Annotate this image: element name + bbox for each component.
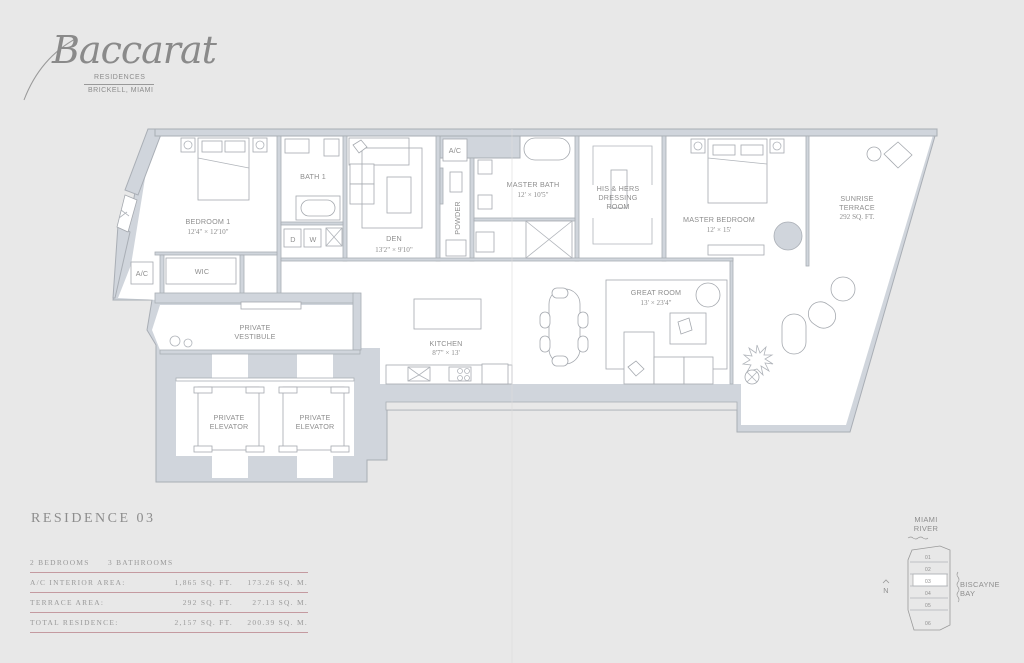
dressing-label-3: ROOM [606,202,629,211]
keymap-unit-03: 03 [925,579,931,585]
bay-line-1: BISCAYNE [960,580,1000,589]
north-wall [154,128,938,137]
keymap-bay: BISCAYNE BAY [960,580,1000,598]
river-line-2: RIVER [913,524,939,533]
building-keymap [882,536,960,631]
kitchen-dim: 8'7" × 13' [432,349,460,357]
master-bath-dim: 12' × 10'5" [517,191,548,199]
terrace-label-1: SUNRISE [840,194,873,203]
residence-specs: 2 BEDROOMS 3 BATHROOMS A/C INTERIOR AREA… [30,558,308,633]
left-wall-details [112,128,164,299]
spec-summary: 2 BEDROOMS 3 BATHROOMS [30,558,308,572]
logo-divider [84,84,154,85]
elevator1-label-2: ELEVATOR [210,422,249,431]
master-bath-label: MASTER BATH [507,180,560,189]
spec-label: TOTAL RESIDENCE: [30,618,119,627]
great-room-label: GREAT ROOM [631,288,681,297]
river-line-1: MIAMI [914,515,938,524]
kitchen-fixtures [385,298,513,385]
terrace-area: 292 SQ. FT. [839,213,874,221]
den-furniture [348,137,423,229]
spec-sqm: 27.13 SQ. M. [252,598,308,607]
spec-label: A/C INTERIOR AREA: [30,578,126,587]
dressing-label-1: HIS & HERS [597,184,640,193]
spec-sqm: 173.26 SQ. M. [247,578,308,587]
master-bedroom-dim: 12' × 15' [707,226,732,234]
north-indicator: N [883,586,888,595]
bedroom1-dim: 12'4" × 12'10" [187,228,228,236]
vestibule-label-2: VESTIBULE [234,332,275,341]
ac2-label: A/C [449,146,462,155]
master-bath-fixtures [475,137,573,259]
wic-label: WIC [195,267,210,276]
ac1-label: A/C [136,269,149,278]
bedroom-count: 2 BEDROOMS [30,558,90,567]
great-room-furniture [605,279,760,385]
spec-sqft: 1,865 SQ. FT. [174,578,233,587]
vestibule-label-1: PRIVATE [239,323,270,332]
bath1-label: BATH 1 [300,172,326,181]
vestibule-fixtures [169,301,355,453]
powder-fixtures [439,167,467,257]
powder-label: POWDER [453,201,462,235]
master-bedroom-furniture [690,138,803,256]
bay-line-2: BAY [960,589,976,598]
den-label: DEN [386,234,402,243]
residence-title: RESIDENCE 03 [31,511,156,526]
south-ledge [385,401,738,411]
dining-table [539,287,589,367]
spec-sqft: 2,157 SQ. FT. [174,618,233,627]
keymap-unit-01: 01 [925,555,931,561]
dryer-label: D [290,235,295,244]
keymap-unit-06: 06 [925,621,931,627]
elevator2-label-2: ELEVATOR [296,422,335,431]
kitchen-label: KITCHEN [430,339,463,348]
keymap-unit-02: 02 [925,567,931,573]
dressing-room-fixtures [592,145,653,245]
spec-sqft: 292 SQ. FT. [182,598,233,607]
terrace-label-2: TERRACE [839,203,875,212]
elevator1-label-1: PRIVATE [213,413,244,422]
spec-row-total: TOTAL RESIDENCE: 2,157 SQ. FT. 200.39 SQ… [30,612,308,633]
brand-name: Baccarat [52,28,217,72]
bedroom1-label: BEDROOM 1 [186,217,231,226]
den-dim: 13'2" × 9'10" [375,246,413,254]
terrace-furniture [741,141,913,377]
keymap-unit-05: 05 [925,603,931,609]
washer-label: W [310,235,317,244]
spec-sqm: 200.39 SQ. M. [247,618,308,627]
elevator2-label-1: PRIVATE [299,413,330,422]
ac2-box [442,138,468,162]
brand-location: BRICKELL, MIAMI [88,87,154,94]
spec-row-terrace: TERRACE AREA: 292 SQ. FT. 27.13 SQ. M. [30,592,308,612]
spec-label: TERRACE AREA: [30,598,105,607]
bath1-fixtures [283,138,343,248]
master-bedroom-label: MASTER BEDROOM [683,215,755,224]
bathroom-count: 3 BATHROOMS [107,558,174,567]
partition-walls [154,135,810,385]
great-room-dim: 13' × 23'4" [640,299,671,307]
dressing-label-2: DRESSING [598,193,637,202]
keymap-river: MIAMI RIVER [906,515,946,533]
brand-subtitle: RESIDENCES [94,74,146,81]
keymap-unit-04: 04 [925,591,931,597]
bedroom1-furniture [130,137,268,285]
spec-row-ac-interior: A/C INTERIOR AREA: 1,865 SQ. FT. 173.26 … [30,572,308,592]
logo-swoosh-icon [23,37,78,101]
brand-logo: Baccarat RESIDENCES BRICKELL, MIAMI [22,28,217,101]
